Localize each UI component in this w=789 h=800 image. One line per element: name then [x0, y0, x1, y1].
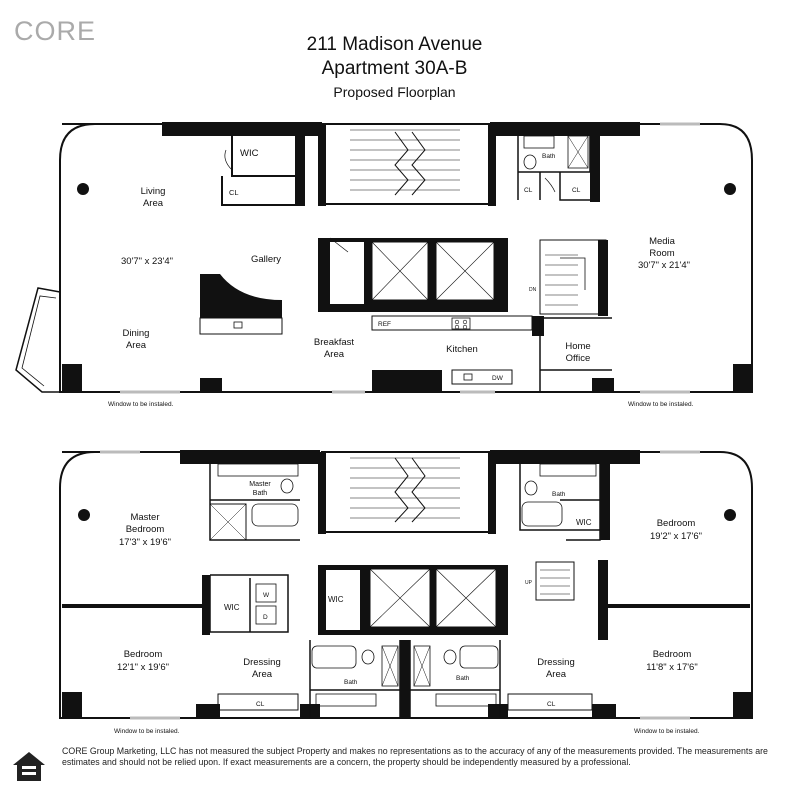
living-area-label-1: Living: [141, 186, 166, 197]
bedroom-top-right-dim: 19'2" x 17'6": [650, 531, 702, 542]
bedroom-left-dim: 12'1" x 19'6": [117, 662, 169, 673]
lower-bath-right-label: Bath: [552, 491, 566, 498]
media-room-label-1: Media: [649, 236, 676, 247]
upper-cl-bath-1: CL: [524, 187, 533, 194]
gallery-label: Gallery: [251, 254, 281, 265]
equal-housing-icon: [13, 752, 45, 781]
upper-gallery-island: [200, 274, 282, 318]
living-area-dim: 30'7" x 23'4": [121, 256, 173, 267]
disclaimer-text: CORE Group Marketing, LLC has not measur…: [62, 746, 768, 767]
lower-wic-center-label: WIC: [328, 595, 344, 604]
upper-stair-right: [539, 239, 607, 315]
dryer-label: D: [263, 614, 268, 621]
master-bedroom-label-2: Bedroom: [126, 524, 165, 535]
upper-toilet: [523, 154, 537, 170]
upper-home-office-walls: [539, 317, 612, 392]
dn-label: DN: [529, 287, 537, 293]
upper-floor-plan: [15, 122, 753, 394]
upper-bath-label: Bath: [542, 153, 556, 160]
upper-pier-small-1: [200, 378, 222, 392]
plan-title: 211 Madison Avenue: [306, 34, 483, 55]
media-room-label-2: Room: [649, 248, 674, 259]
upper-cl-bath-2: CL: [572, 187, 581, 194]
ref-label: REF: [378, 321, 391, 328]
lower-wic-right-label: WIC: [576, 518, 592, 527]
dressing-right-label-1: Dressing: [537, 657, 575, 668]
bath-bottom-right-label: Bath: [456, 675, 470, 682]
upper-column-left: [77, 183, 89, 195]
master-bath-label-1: Master: [249, 481, 271, 488]
breakfast-area-label-1: Breakfast: [314, 337, 354, 348]
upper-cl-label: CL: [229, 188, 239, 197]
bedroom-top-right-label: Bedroom: [657, 518, 696, 529]
bedroom-bottom-right-dim: 11'8" x 17'6": [646, 662, 697, 673]
lower-master-bath-walls: [209, 464, 300, 541]
living-area-label-2: Area: [143, 198, 164, 209]
upper-bay-window: [15, 287, 61, 393]
lower-window-note-right: Window to be instaled.: [634, 728, 700, 735]
upper-column-right: [724, 183, 736, 195]
dressing-left-label-2: Area: [252, 669, 273, 680]
upper-pier-mid: [372, 370, 442, 392]
upper-pier-left: [62, 364, 82, 392]
upper-stair-core: [321, 123, 491, 205]
dining-area-label-1: Dining: [123, 328, 150, 339]
cl-bottom-right-label: CL: [547, 701, 556, 708]
home-office-label-1: Home: [565, 341, 590, 352]
upper-window-note-right: Window to be instaled.: [628, 401, 694, 408]
cl-bottom-left-label: CL: [256, 701, 265, 708]
media-room-dim: 30'7" x 21'4": [638, 260, 690, 271]
home-office-label-2: Office: [566, 353, 591, 364]
breakfast-area-label-2: Area: [324, 349, 345, 360]
up-label: UP: [525, 580, 533, 586]
kitchen-label: Kitchen: [446, 344, 478, 355]
lower-floor-plan: [59, 450, 753, 720]
core-logo: CORE: [14, 16, 97, 46]
lower-wic-left-label: WIC: [224, 603, 240, 612]
upper-window-note-left: Window to be instaled.: [108, 401, 174, 408]
washer-label: W: [263, 592, 270, 599]
upper-top-wall-right: [490, 122, 640, 136]
upper-wic-label: WIC: [240, 148, 259, 159]
dining-area-label-2: Area: [126, 340, 147, 351]
dressing-right-label-2: Area: [546, 669, 567, 680]
upper-shower: [567, 135, 589, 169]
upper-pier-right: [733, 364, 753, 392]
plan-subtitle: Apartment 30A-B: [321, 58, 468, 79]
bath-bottom-left-label: Bath: [344, 679, 358, 686]
dressing-left-label-1: Dressing: [243, 657, 281, 668]
upper-top-wall-left: [162, 122, 322, 136]
lower-window-note-left: Window to be instaled.: [114, 728, 180, 735]
bedroom-bottom-right-label: Bedroom: [653, 649, 692, 660]
upper-pier-small-2: [592, 378, 614, 392]
floorplan-drawing: WIC CL Living Area 30'7" x 23'4" Gallery…: [15, 122, 753, 735]
master-bath-label-2: Bath: [253, 490, 268, 497]
dw-label: DW: [492, 375, 504, 382]
bedroom-left-label: Bedroom: [124, 649, 163, 660]
master-bedroom-dim: 17'3" x 19'6": [119, 537, 171, 548]
plan-caption: Proposed Floorplan: [333, 84, 456, 100]
master-bedroom-label-1: Master: [130, 512, 159, 523]
